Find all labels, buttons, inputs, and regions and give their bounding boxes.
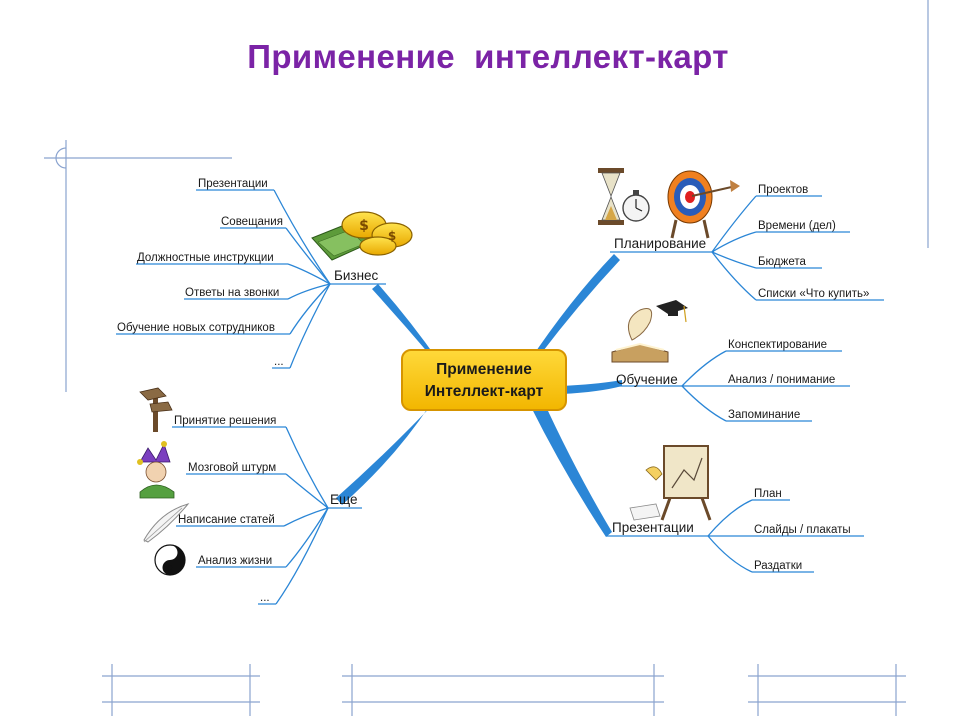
svg-text:$: $ [388, 229, 396, 243]
leaf-presentations-slides: Слайды / плакаты [754, 524, 851, 536]
central-node: Применение Интеллект-карт [401, 349, 567, 411]
branch-label-business: Бизнес [334, 268, 379, 283]
quill-icon [143, 503, 190, 543]
money-icon: $ $ [311, 211, 413, 261]
branch-label-more: Еще [330, 492, 357, 507]
branch-label-planning: Планирование [614, 236, 706, 251]
branch-label-learning: Обучение [616, 372, 678, 387]
center-title-line2: Интеллект-карт [425, 383, 544, 400]
leaf-more-brainstorm: Мозговой штурм [188, 462, 276, 474]
leaf-more-articles: Написание статей [178, 514, 275, 526]
leaf-planning-budget: Бюджета [758, 256, 806, 268]
leaf-business-more: ... [274, 356, 284, 368]
yin-yang-icon [154, 544, 186, 576]
center-title-line1: Применение [436, 361, 532, 378]
leaf-presentations-plan: План [754, 488, 782, 500]
leaf-learning-memorize: Запоминание [728, 409, 800, 421]
leaf-business-meetings: Совещания [221, 216, 283, 228]
jester-icon [137, 441, 175, 499]
leaf-business-presentations: Презентации [198, 178, 268, 190]
slide-title: Применение интеллект-карт [247, 38, 729, 75]
leaf-more-decision: Принятие решения [174, 415, 276, 427]
leaf-business-training: Обучение новых сотрудников [117, 322, 275, 334]
main-connectors [336, 254, 622, 537]
leaf-business-job-instructions: Должностные инструкции [137, 252, 274, 264]
leaf-more-more: ... [260, 592, 270, 604]
leaf-planning-shopping: Списки «Что купить» [758, 288, 869, 300]
signpost-icon [139, 387, 173, 432]
scroll-book-icon [611, 300, 688, 363]
page-frame [44, 0, 929, 716]
leaf-planning-time: Времени (дел) [758, 220, 836, 232]
branch-lines [116, 189, 884, 605]
leaf-learning-notes: Конспектирование [728, 339, 827, 351]
easel-icon [629, 445, 712, 521]
leaf-presentations-handouts: Раздатки [754, 560, 802, 572]
leaf-learning-analysis: Анализ / понимание [728, 374, 835, 386]
stopwatch-icon [622, 190, 650, 222]
target-icon [667, 170, 740, 239]
hourglass-icon [598, 168, 624, 225]
leaf-business-calls: Ответы на звонки [185, 287, 279, 299]
branch-label-presentations: Презентации [612, 520, 694, 535]
leaf-more-life-analysis: Анализ жизни [198, 555, 272, 567]
leaf-planning-projects: Проектов [758, 184, 808, 196]
svg-text:$: $ [359, 218, 369, 234]
